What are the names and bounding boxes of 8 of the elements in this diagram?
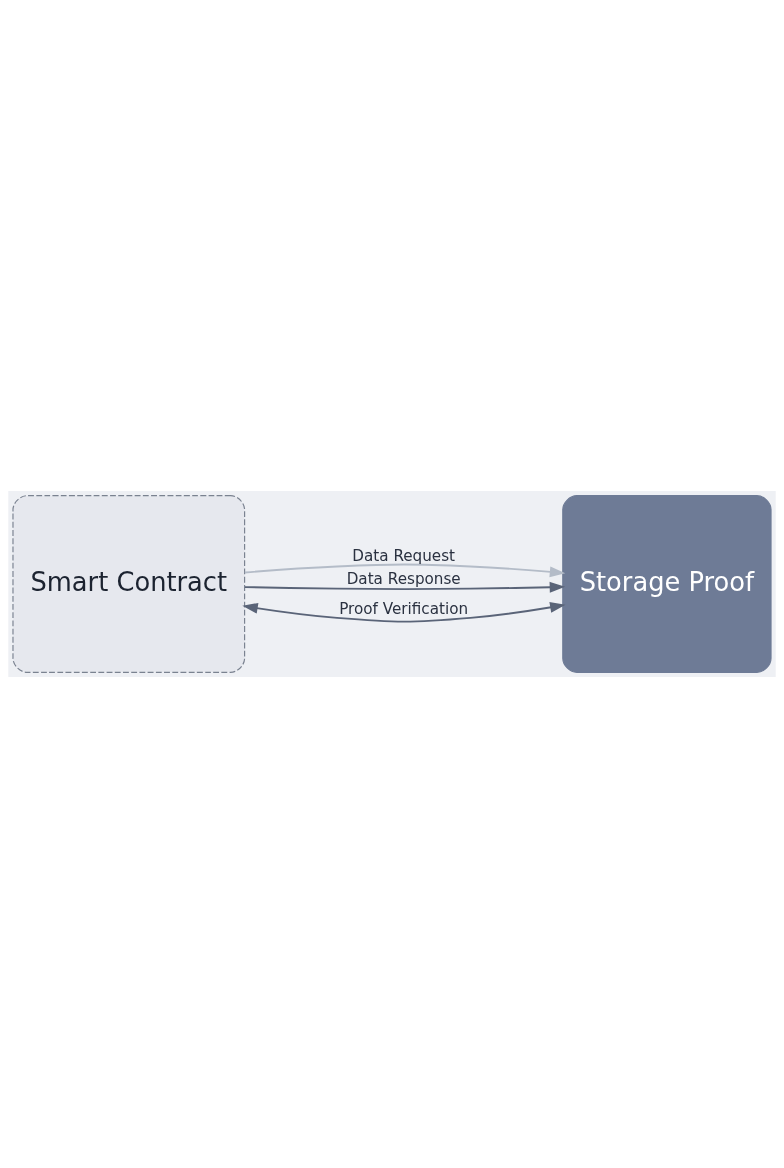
node-box: Storage Proof	[562, 495, 772, 673]
arrow	[243, 563, 566, 578]
edge-label: Proof Verification	[339, 599, 469, 618]
edge-label: Data Response	[346, 570, 461, 589]
node-box: Smart Contract	[12, 495, 246, 673]
arrow	[242, 602, 566, 623]
edge-label: Data Request	[352, 547, 456, 566]
arrow	[244, 581, 566, 593]
